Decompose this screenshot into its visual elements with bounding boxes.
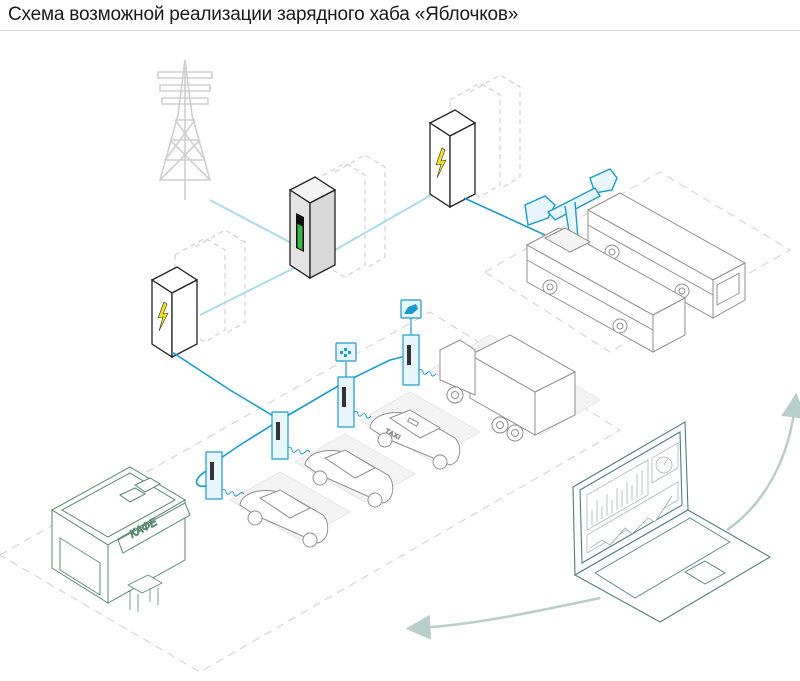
taxi-car: TAXI	[369, 409, 461, 470]
page-title: Схема возможной реализации зарядного хаб…	[8, 4, 519, 25]
main-zone	[0, 311, 621, 673]
title-divider	[0, 30, 800, 31]
battery-icon	[296, 213, 304, 252]
charging-posts	[205, 299, 437, 500]
laptop-screen-bar-chart	[586, 459, 649, 531]
taxi-sign	[335, 342, 357, 362]
laptop-screen-pie-chart	[651, 442, 679, 484]
laptop-screen-line-chart	[586, 481, 679, 554]
truck-icon	[404, 304, 418, 314]
data-flow-arrows	[405, 392, 800, 640]
monitoring-laptop	[572, 421, 772, 623]
electric-buses	[525, 192, 747, 353]
car-2	[304, 449, 394, 508]
cafe-building: КАФЕ	[51, 466, 191, 612]
charging-post-4	[400, 299, 437, 386]
power-tower	[157, 59, 213, 200]
ghost-cabinets	[174, 74, 521, 343]
ground-zones	[0, 171, 791, 673]
grid-power-lines	[199, 189, 441, 316]
lightning-bolt-icon	[435, 147, 447, 179]
car-1	[239, 489, 329, 548]
bus-power-cabinet	[428, 109, 477, 209]
electric-truck	[439, 334, 577, 442]
car-power-cabinet	[150, 266, 199, 359]
battery-storage-cabinet	[288, 176, 337, 280]
bus-front	[525, 227, 687, 353]
bus-back	[586, 192, 747, 319]
charging-post-1	[205, 451, 245, 500]
truck-sign	[400, 299, 422, 319]
charging-post-3	[335, 342, 372, 428]
charging-post-2	[271, 411, 311, 460]
passenger-cars	[239, 449, 394, 548]
lightning-bolt-icon	[157, 301, 169, 332]
taxi-checker-icon	[340, 348, 351, 357]
bus-zone	[484, 171, 791, 353]
